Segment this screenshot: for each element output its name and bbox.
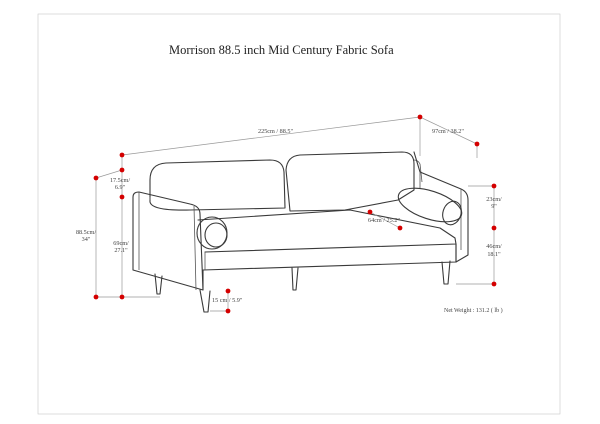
right-bolster-end xyxy=(442,200,462,226)
front-base-rail xyxy=(202,243,457,291)
leg-front-left xyxy=(199,289,211,313)
page-frame xyxy=(37,13,561,415)
marker xyxy=(491,281,497,287)
net-weight: Net Weight : 131.2 ( lb ) xyxy=(444,307,503,314)
left-back-cushion xyxy=(149,159,286,211)
leg-front-right xyxy=(441,260,451,285)
seat-cushion xyxy=(197,209,457,253)
arm-height-label-line2: 27.1" xyxy=(114,247,128,254)
dimension-labels: 225cm / 88.5" 97cm / 38.2" 88.5cm/ 34" 1… xyxy=(76,128,502,304)
leg-back-left xyxy=(154,273,163,295)
seat-height-label-line2: 18.1" xyxy=(487,251,501,258)
depth-label: 97cm / 38.2" xyxy=(432,128,464,135)
marker xyxy=(119,152,125,158)
marker xyxy=(119,294,125,300)
left-bolster-end xyxy=(204,222,228,248)
leg-height-label: 15 cm / 5.9" xyxy=(212,297,243,304)
width-label: 225cm / 88.5" xyxy=(258,128,293,135)
marker xyxy=(119,167,125,173)
marker xyxy=(93,175,99,181)
overall-height-label-line1: 88.5cm/ xyxy=(76,229,96,236)
marker xyxy=(93,294,99,300)
back-cushion-height-label-line2: 6.9" xyxy=(115,184,126,191)
marker xyxy=(491,183,497,189)
marker xyxy=(474,141,480,147)
right-arm-top xyxy=(419,172,462,250)
dimension-markers xyxy=(93,114,497,314)
marker xyxy=(119,194,125,200)
seat-height-label-line1: 46cm/ xyxy=(486,243,502,250)
marker xyxy=(491,225,497,231)
left-arm-inner xyxy=(138,192,197,291)
left-arm xyxy=(132,191,204,291)
back-frame xyxy=(149,159,423,200)
marker xyxy=(397,225,403,231)
diagram-title: Morrison 88.5 inch Mid Century Fabric So… xyxy=(169,43,394,57)
overall-height-label-line2: 34" xyxy=(82,236,91,243)
arm-above-seat-label-line2: 9" xyxy=(491,203,497,210)
marker xyxy=(417,114,423,120)
sofa-drawing xyxy=(132,151,469,313)
marker xyxy=(225,288,231,294)
back-cushion-height-label-line1: 17.5cm/ xyxy=(110,177,130,184)
marker xyxy=(225,308,231,314)
marker xyxy=(367,209,373,215)
right-bolster-pillow xyxy=(397,187,463,223)
right-back-cushion xyxy=(285,151,415,212)
arm-above-seat-label-line1: 23cm/ xyxy=(486,196,502,203)
dimension-lines xyxy=(95,116,495,312)
arm-height-label-line1: 69cm/ xyxy=(113,240,129,247)
seat-depth-label: 64cm / 25.2" xyxy=(368,217,400,224)
leg-back-right xyxy=(291,267,299,291)
